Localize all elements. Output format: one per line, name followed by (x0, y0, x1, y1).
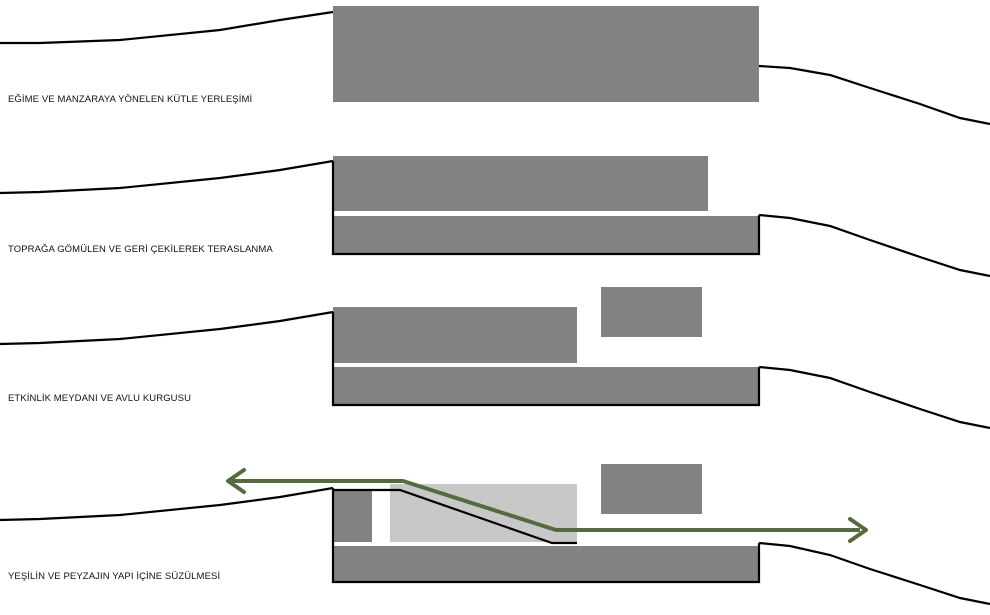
lower-embedded-mass (333, 546, 759, 582)
building-mass (333, 6, 759, 102)
stage-1-label: EĞİME VE MANZARAYA YÖNELEN KÜTLE YERLEŞİ… (8, 94, 253, 105)
left-mass-fragment (333, 489, 372, 542)
embedded-ground-outline (331, 488, 761, 584)
terrain-line-left (0, 310, 334, 346)
detached-pavilion-mass (601, 464, 702, 514)
sloped-landscape-ramp (333, 488, 577, 545)
terrain-line-left (0, 10, 334, 45)
terrain-line-right (758, 213, 990, 278)
stage-4-label: YEŞİLİN VE PEYZAJIN YAPI İÇİNE SÜZÜLMESİ (8, 571, 221, 582)
stage-1-section (0, 6, 990, 126)
terrain-line-right (758, 365, 990, 430)
landscape-flow-arrow (232, 479, 860, 532)
terrain-line-right (758, 541, 990, 606)
upper-terrace-mass (333, 156, 708, 211)
terrain-line-left (0, 159, 334, 195)
stage-2-section (0, 156, 990, 278)
embedded-ground-outline (331, 161, 761, 256)
stage-3-section (0, 287, 990, 430)
detached-pavilion-mass (601, 287, 702, 337)
stage-2-label: TOPRAĞA GÖMÜLEN VE GERİ ÇEKİLEREK TERASL… (8, 244, 273, 255)
embedded-ground-outline (331, 312, 761, 407)
upper-terrace-mass (333, 307, 577, 363)
terrain-line-left (0, 486, 334, 522)
arrowhead-right-icon (848, 517, 868, 543)
stage-3-label: ETKİNLİK MEYDANI VE AVLU KURGUSU (8, 393, 192, 404)
stage-4-section (0, 464, 990, 606)
arrowhead-left-icon (226, 468, 246, 494)
terrain-line-right (758, 64, 990, 126)
lower-embedded-mass (333, 216, 759, 254)
light-green-volume (390, 484, 577, 542)
lower-embedded-mass (333, 367, 759, 405)
